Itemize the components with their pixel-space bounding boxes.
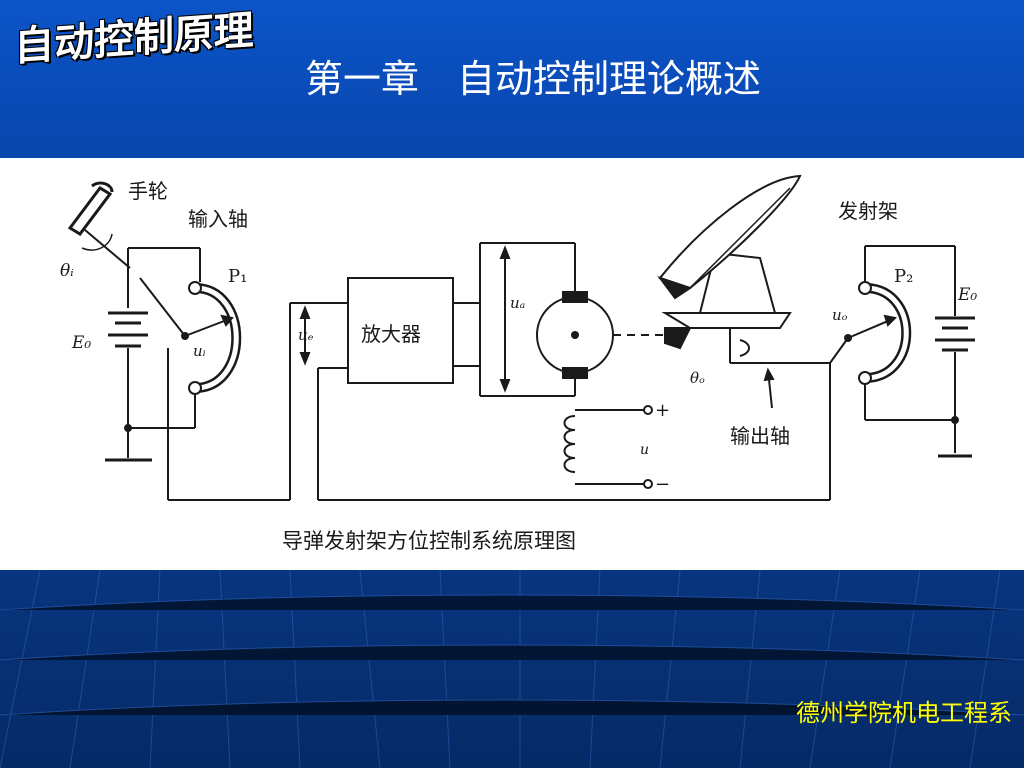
e0-label: E₀ — [71, 333, 91, 353]
theta-i-label: θᵢ — [60, 261, 74, 281]
handwheel-icon — [67, 181, 114, 236]
ue-label: uₑ — [298, 326, 314, 344]
input-shaft-label: 输入轴 — [188, 207, 248, 231]
footer-background: 德州学院机电工程系 — [0, 570, 1024, 768]
output-shaft-label: 输出轴 — [730, 424, 790, 448]
potentiometer-p2 — [858, 281, 912, 385]
launcher-icon — [657, 174, 802, 350]
uo-label: uₒ — [832, 306, 848, 324]
diagram-panel: 手轮 输入轴 θᵢ P₁ E₀ uᵢ uₑ 放大器 uₐ θₒ 发射架 P₂ E… — [0, 158, 1024, 570]
launcher-label: 发射架 — [838, 199, 898, 223]
e0-right-label: E₀ — [957, 285, 977, 305]
slide-header: 自动控制原理 第一章 自动控制理论概述 — [0, 0, 1024, 158]
ui-label: uᵢ — [193, 342, 206, 360]
handwheel-label: 手轮 — [128, 179, 168, 203]
minus-label: − — [655, 474, 670, 495]
ua-label: uₐ — [510, 294, 525, 312]
diagram-caption: 导弹发射架方位控制系统原理图 — [282, 529, 576, 553]
plus-label: + — [655, 400, 670, 421]
theta-o-label: θₒ — [690, 369, 705, 387]
decorative-lines — [0, 570, 1024, 768]
p2-label: P₂ — [894, 266, 913, 287]
amplifier-label: 放大器 — [361, 322, 421, 346]
control-system-diagram: 手轮 输入轴 θᵢ P₁ E₀ uᵢ uₑ 放大器 uₐ θₒ 发射架 P₂ E… — [60, 174, 977, 553]
p1-label: P₁ — [228, 266, 247, 287]
potentiometer-p1 — [188, 281, 242, 395]
motor-icon — [536, 291, 614, 379]
course-logo-text: 自动控制原理 — [14, 7, 254, 71]
u-label: u — [640, 442, 649, 458]
amplifier-box — [347, 277, 454, 384]
slide-title: 第一章 自动控制理论概述 — [305, 57, 762, 101]
department-footer: 德州学院机电工程系 — [796, 699, 1012, 727]
